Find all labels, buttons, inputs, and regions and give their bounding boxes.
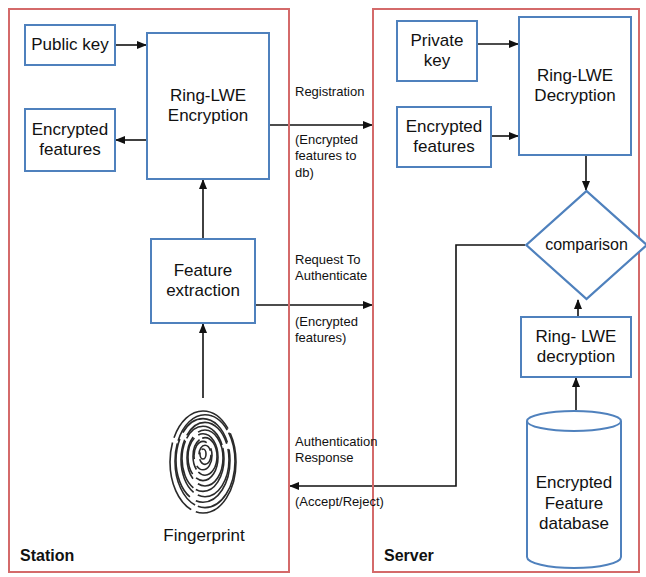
process-box: Private key [396,20,478,82]
cylinder-top [527,411,621,431]
edge-label: Request To Authenticate [294,252,372,285]
edge-label: Authentication Response [294,434,372,467]
node-label: Ring- LWE decryption [526,327,626,368]
arrow-connector [492,135,518,137]
arrow-connector [290,245,525,486]
process-box: Encrypted features [396,106,492,168]
node-label: Ring-LWE Decryption [524,66,626,107]
arrow-connector [202,324,204,398]
note-label: (Encrypted features) [294,314,372,347]
process-box: Encrypted features [24,108,116,172]
fingerprint-ridge [170,411,236,513]
arrow-connector [575,378,577,410]
process-box: Ring- LWE decryption [520,316,632,378]
arrow-connector [202,180,204,238]
fingerprint-ridge [181,422,229,496]
note-label: (Encrypted features to db) [294,132,370,181]
arrow-connector [270,124,372,126]
arrow-connector [478,43,518,45]
node-label: Public key [31,35,108,55]
node-label: comparison [545,235,628,254]
system-panel: Server Private keyRing-LWE DecryptionEncr… [372,8,640,573]
panel-title: Station [20,547,74,565]
node-label: Fingerprint [154,526,254,546]
decision-diamond: comparison [525,190,646,300]
fingerprint-ridge [188,434,218,481]
fingerprint-ridge [199,445,211,464]
node-label: Encrypted features [402,117,486,158]
fingerprint-ridge [200,449,206,459]
panel-title: Server [384,547,434,565]
process-box: Ring-LWE Encryption [146,32,270,180]
arrow-connector [577,300,579,316]
fingerprint-node: Fingerprint [154,398,254,548]
node-label: Private key [402,31,472,72]
fingerprint-illustration [154,398,254,548]
arrow-connector [256,304,372,306]
note-label: (Accept/Reject) [294,494,372,510]
edge-label: Registration [294,84,372,100]
arrow-connector [585,156,587,190]
fingerprint-ridge [182,426,224,491]
arrow-connector [116,44,146,46]
node-label: Feature extraction [156,261,250,302]
fingerprint-ridge [194,441,212,469]
database-cylinder: Encrypted Feature database [520,410,628,568]
system-panel: Station Public keyRing-LWE EncryptionEncr… [8,8,290,573]
arrow-connector [116,139,146,141]
node-label: Encrypted features [30,120,110,161]
process-box: Feature extraction [150,238,256,324]
fingerprint-ridge [193,438,217,476]
node-label: Ring-LWE Encryption [152,86,264,127]
fingerprint-ridge [187,430,223,486]
process-box: Ring-LWE Decryption [518,16,632,156]
fingerprint-ridge [176,419,230,503]
fingerprint-ridge [175,415,235,508]
process-box: Public key [24,24,116,66]
node-label: Encrypted Feature database [520,473,628,534]
diamond-shape [526,191,646,299]
